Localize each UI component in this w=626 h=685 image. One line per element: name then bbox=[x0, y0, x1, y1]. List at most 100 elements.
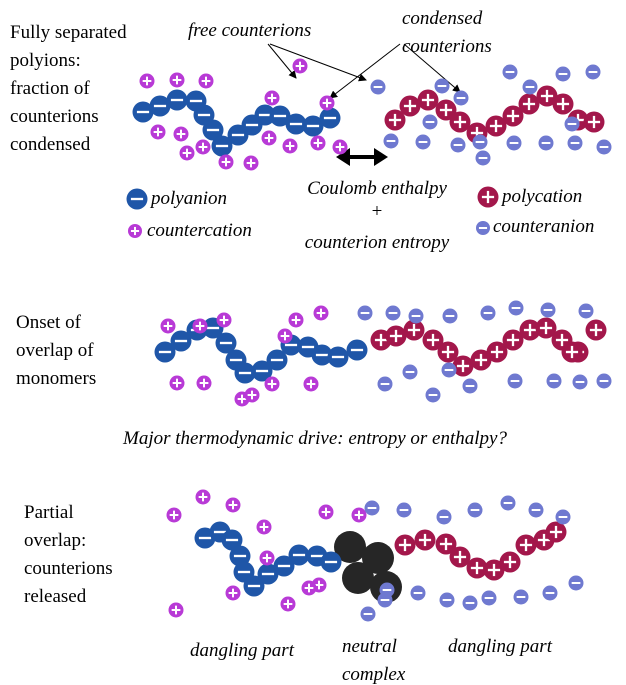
counteranion-ion bbox=[453, 90, 469, 106]
legend-polycation-symbol bbox=[477, 186, 499, 208]
polycation-monomer bbox=[422, 329, 444, 351]
polyanion-monomer bbox=[211, 135, 233, 157]
polycation-monomer bbox=[502, 105, 524, 127]
panel3-title-line-3: counterions bbox=[24, 558, 113, 579]
panel3-title-line-4: released bbox=[24, 586, 87, 607]
polycation-monomer bbox=[518, 93, 540, 115]
countercation-ion bbox=[160, 318, 176, 334]
polyanion-monomer bbox=[320, 551, 342, 573]
countercation-ion bbox=[310, 135, 326, 151]
polycation-monomer bbox=[449, 111, 471, 133]
panel2-title-line-2: overlap of bbox=[16, 340, 94, 361]
countercation-ion bbox=[259, 550, 275, 566]
plus-label: + bbox=[372, 201, 383, 222]
counteranion-ion bbox=[596, 139, 612, 155]
polyanion-monomer bbox=[229, 545, 251, 567]
pointer-arrows bbox=[267, 43, 461, 99]
countercation-ion bbox=[351, 507, 367, 523]
counteranion-ion bbox=[555, 509, 571, 525]
neutral-label: neutral bbox=[342, 636, 397, 657]
countercation-ion bbox=[196, 375, 212, 391]
countercation-ion bbox=[277, 328, 293, 344]
countercation-ion bbox=[225, 497, 241, 513]
polycation-monomer bbox=[519, 319, 541, 341]
pointer-arrow-condensed-1 bbox=[329, 43, 401, 99]
counteranion-ion bbox=[450, 137, 466, 153]
thermodynamic-question: Major thermodynamic drive: entropy or en… bbox=[122, 428, 507, 449]
polycation-monomer bbox=[561, 341, 583, 363]
counteranion-ion bbox=[415, 134, 431, 150]
counteranion-ion bbox=[522, 79, 538, 95]
polyanion-monomer bbox=[254, 104, 276, 126]
polyanion-monomer bbox=[243, 575, 265, 597]
countercation-ion bbox=[288, 312, 304, 328]
ion-field bbox=[126, 58, 612, 622]
countercation-ion bbox=[244, 387, 260, 403]
polycation-monomer bbox=[583, 111, 605, 133]
countercation-ion bbox=[301, 580, 317, 596]
countercation-ion bbox=[313, 305, 329, 321]
countercation-ion bbox=[192, 318, 208, 334]
panel3-title-line-2: overlap: bbox=[24, 530, 86, 551]
polycation-monomer bbox=[545, 521, 567, 543]
counteranion-ion bbox=[506, 135, 522, 151]
counteranion-ion bbox=[596, 373, 612, 389]
counteranion-ion bbox=[564, 116, 580, 132]
countercation-ion bbox=[198, 73, 214, 89]
legend-countercation-label: countercation bbox=[147, 220, 252, 241]
countercation-ion bbox=[292, 58, 308, 74]
counteranion-ion bbox=[364, 500, 380, 516]
counteranion-ion bbox=[528, 502, 544, 518]
polyanion-monomer bbox=[327, 346, 349, 368]
counteranion-ion bbox=[542, 585, 558, 601]
counterion-entropy-label: counterion entropy bbox=[305, 232, 450, 253]
polyanion-monomer bbox=[234, 362, 256, 384]
condensed-counterions-label-1: condensed bbox=[402, 8, 483, 29]
counteranion-ion bbox=[538, 135, 554, 151]
counteranion-ion bbox=[422, 114, 438, 130]
double-arrow bbox=[336, 148, 388, 166]
polycation-monomer bbox=[470, 349, 492, 371]
polycation-monomer bbox=[499, 551, 521, 573]
panel-1-separated: Fully separated polyions: fraction of co… bbox=[10, 8, 594, 253]
panel1-title-line-1: Fully separated bbox=[10, 22, 127, 43]
counteranion-ion bbox=[480, 305, 496, 321]
counteranion-ion bbox=[568, 575, 584, 591]
counteranion-ion bbox=[402, 364, 418, 380]
legend-polycation-label: polycation bbox=[500, 186, 582, 207]
countercation-ion bbox=[179, 145, 195, 161]
polyanion-monomer bbox=[251, 360, 273, 382]
counteranion-ion bbox=[467, 502, 483, 518]
counteranion-ion bbox=[383, 133, 399, 149]
countercation-ion bbox=[225, 585, 241, 601]
polyanion-monomer bbox=[154, 341, 176, 363]
polycation-monomer bbox=[536, 85, 558, 107]
countercation-ion bbox=[264, 376, 280, 392]
polycation-monomer bbox=[384, 109, 406, 131]
counteranion-ion bbox=[439, 592, 455, 608]
polycation-monomer bbox=[435, 533, 457, 555]
polyanion-monomer bbox=[285, 113, 307, 135]
countercation-ion bbox=[173, 126, 189, 142]
counteranion-ion bbox=[462, 378, 478, 394]
counteranion-ion bbox=[507, 373, 523, 389]
counteranion-ion bbox=[578, 303, 594, 319]
counteranion-ion bbox=[472, 134, 488, 150]
condensed-counterions-label-2: counterions bbox=[402, 36, 492, 57]
polycation-monomer bbox=[449, 546, 471, 568]
polycation-monomer bbox=[502, 329, 524, 351]
polycation-monomer bbox=[515, 534, 537, 556]
dangling-part-left-label: dangling part bbox=[190, 640, 295, 661]
countercation-ion bbox=[318, 504, 334, 520]
polyanion-monomer bbox=[288, 544, 310, 566]
countercation-ion bbox=[280, 596, 296, 612]
pointer-arrow-free-2 bbox=[269, 43, 367, 82]
counteranion-ion bbox=[441, 362, 457, 378]
complex-label: complex bbox=[342, 664, 406, 685]
counteranion-ion bbox=[377, 376, 393, 392]
polyanion-monomer bbox=[170, 330, 192, 352]
polyanion-monomer bbox=[273, 555, 295, 577]
polycation-monomer bbox=[486, 341, 508, 363]
pointer-arrow-free-1 bbox=[267, 43, 297, 79]
